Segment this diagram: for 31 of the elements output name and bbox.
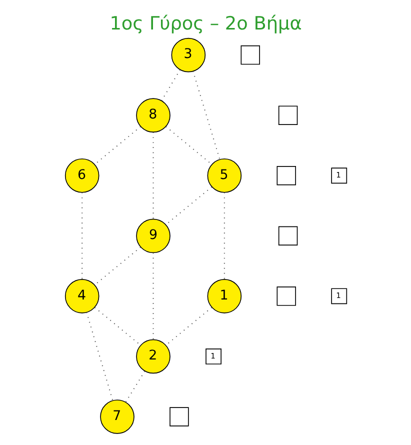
connector bbox=[94, 307, 140, 346]
connector bbox=[160, 70, 180, 101]
node-box bbox=[169, 407, 188, 426]
connector bbox=[152, 132, 154, 219]
node-circle: 8 bbox=[136, 98, 170, 132]
node-box: 1 bbox=[205, 348, 221, 364]
node-circle: 1 bbox=[206, 279, 242, 314]
connector bbox=[152, 252, 154, 340]
connector bbox=[165, 307, 212, 346]
connector bbox=[81, 192, 82, 280]
node-box bbox=[240, 45, 260, 65]
connector bbox=[86, 312, 113, 400]
node-box: 1 bbox=[330, 168, 347, 184]
node-box bbox=[278, 226, 298, 246]
connector bbox=[124, 370, 145, 402]
node-circle: 2 bbox=[136, 339, 170, 374]
connector bbox=[165, 126, 212, 165]
connector bbox=[223, 192, 224, 280]
node-box: 1 bbox=[330, 288, 347, 304]
node-circle: 9 bbox=[136, 218, 170, 254]
connector bbox=[165, 186, 212, 226]
node-circle: 5 bbox=[206, 158, 242, 193]
node-box bbox=[276, 166, 296, 186]
connector bbox=[192, 71, 220, 160]
diagram-title: 1ος Γύρος – 2ο Βήμα bbox=[109, 14, 302, 35]
node-box bbox=[278, 106, 298, 125]
node-circle: 7 bbox=[100, 400, 134, 434]
node-circle: 3 bbox=[170, 38, 206, 72]
node-box bbox=[276, 286, 296, 306]
node-circle: 4 bbox=[64, 279, 99, 314]
node-circle: 6 bbox=[64, 158, 99, 193]
